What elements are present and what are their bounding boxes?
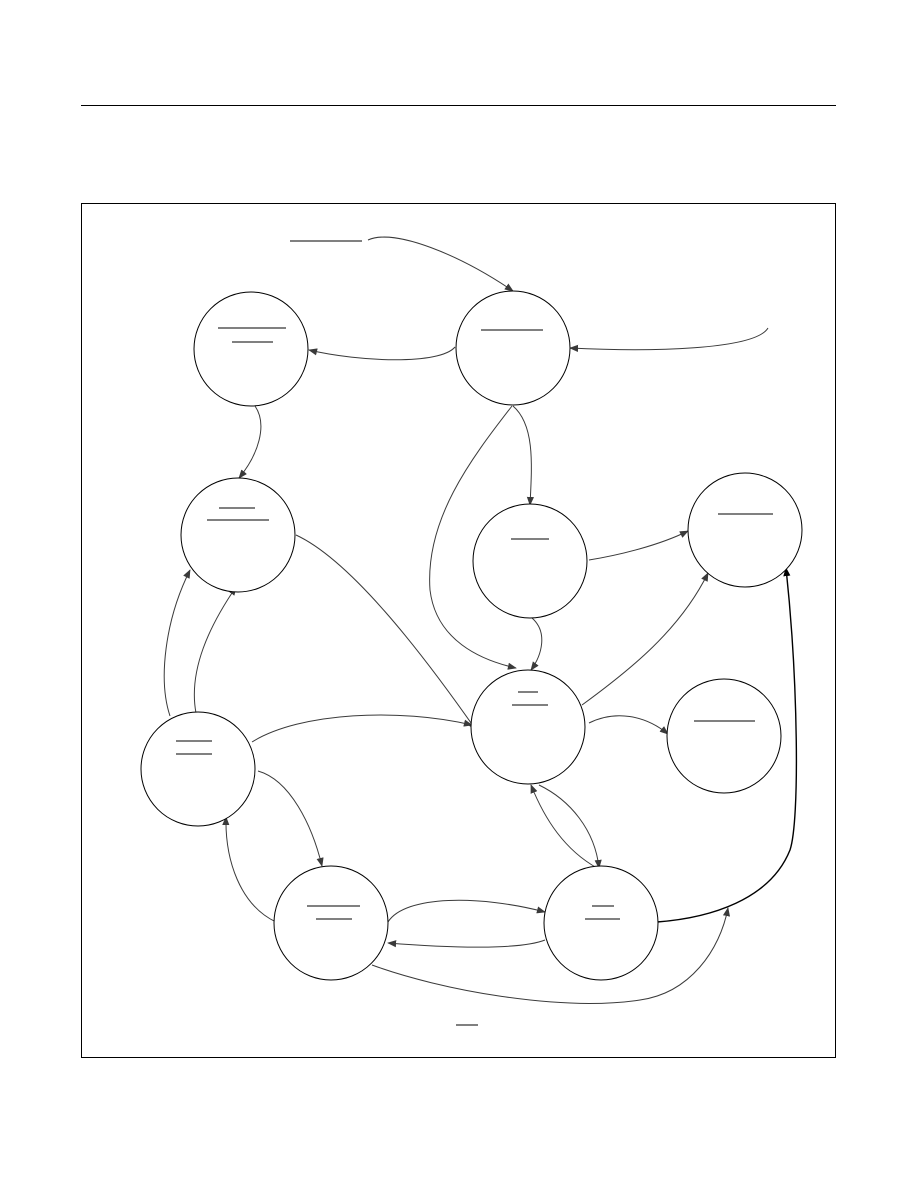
state-bottom-left[interactable]: [273, 865, 389, 981]
state-top-center[interactable]: [455, 290, 571, 406]
edge-bottom-right-to-mid-right: [656, 567, 798, 923]
state-lower-left[interactable]: [140, 711, 256, 827]
edge-lower-left-to-bottom-left: [257, 770, 324, 867]
edge-bottom-right-to-bottom-left: [387, 939, 546, 948]
edge-top-center-to-center: [429, 405, 517, 670]
header-rule: [81, 105, 836, 106]
edge-right-entry-to-top-center: [569, 327, 769, 352]
state-bottom-right[interactable]: [543, 865, 659, 981]
edge-center-to-center-right: [588, 715, 669, 735]
edge-entry-to-top-center: [367, 236, 514, 292]
edge-bottom-left-to-lower-left: [222, 816, 277, 923]
edge-center-to-bottom-right: [538, 784, 602, 869]
edge-top-center-to-mid-center: [512, 405, 535, 506]
edges: [163, 236, 798, 1004]
diagram-frame: [81, 203, 836, 1058]
states: [140, 290, 803, 981]
edge-top-center-to-top-left: [308, 346, 456, 361]
state-mid-left[interactable]: [180, 477, 296, 593]
state-mid-right[interactable]: [687, 472, 803, 588]
edge-mid-center-to-center: [530, 617, 543, 671]
state-top-left[interactable]: [193, 291, 309, 407]
edge-lower-left-to-mid-left-1: [163, 569, 191, 717]
edge-mid-center-to-mid-right: [588, 530, 689, 561]
state-mid-center[interactable]: [472, 503, 588, 619]
edge-lower-left-to-mid-left-2: [193, 586, 237, 714]
edge-bottom-left-to-bottom-right-long: [371, 907, 731, 1004]
edge-lower-left-to-center: [251, 714, 473, 743]
edge-center-to-mid-right: [581, 572, 709, 706]
edge-bottom-right-to-center: [530, 784, 598, 869]
state-center-right[interactable]: [666, 678, 782, 794]
edge-top-left-to-mid-left: [238, 405, 262, 479]
edge-bottom-left-to-bottom-right: [387, 899, 546, 923]
edge-mid-left-to-center: [295, 534, 477, 731]
state-center[interactable]: [470, 669, 586, 785]
